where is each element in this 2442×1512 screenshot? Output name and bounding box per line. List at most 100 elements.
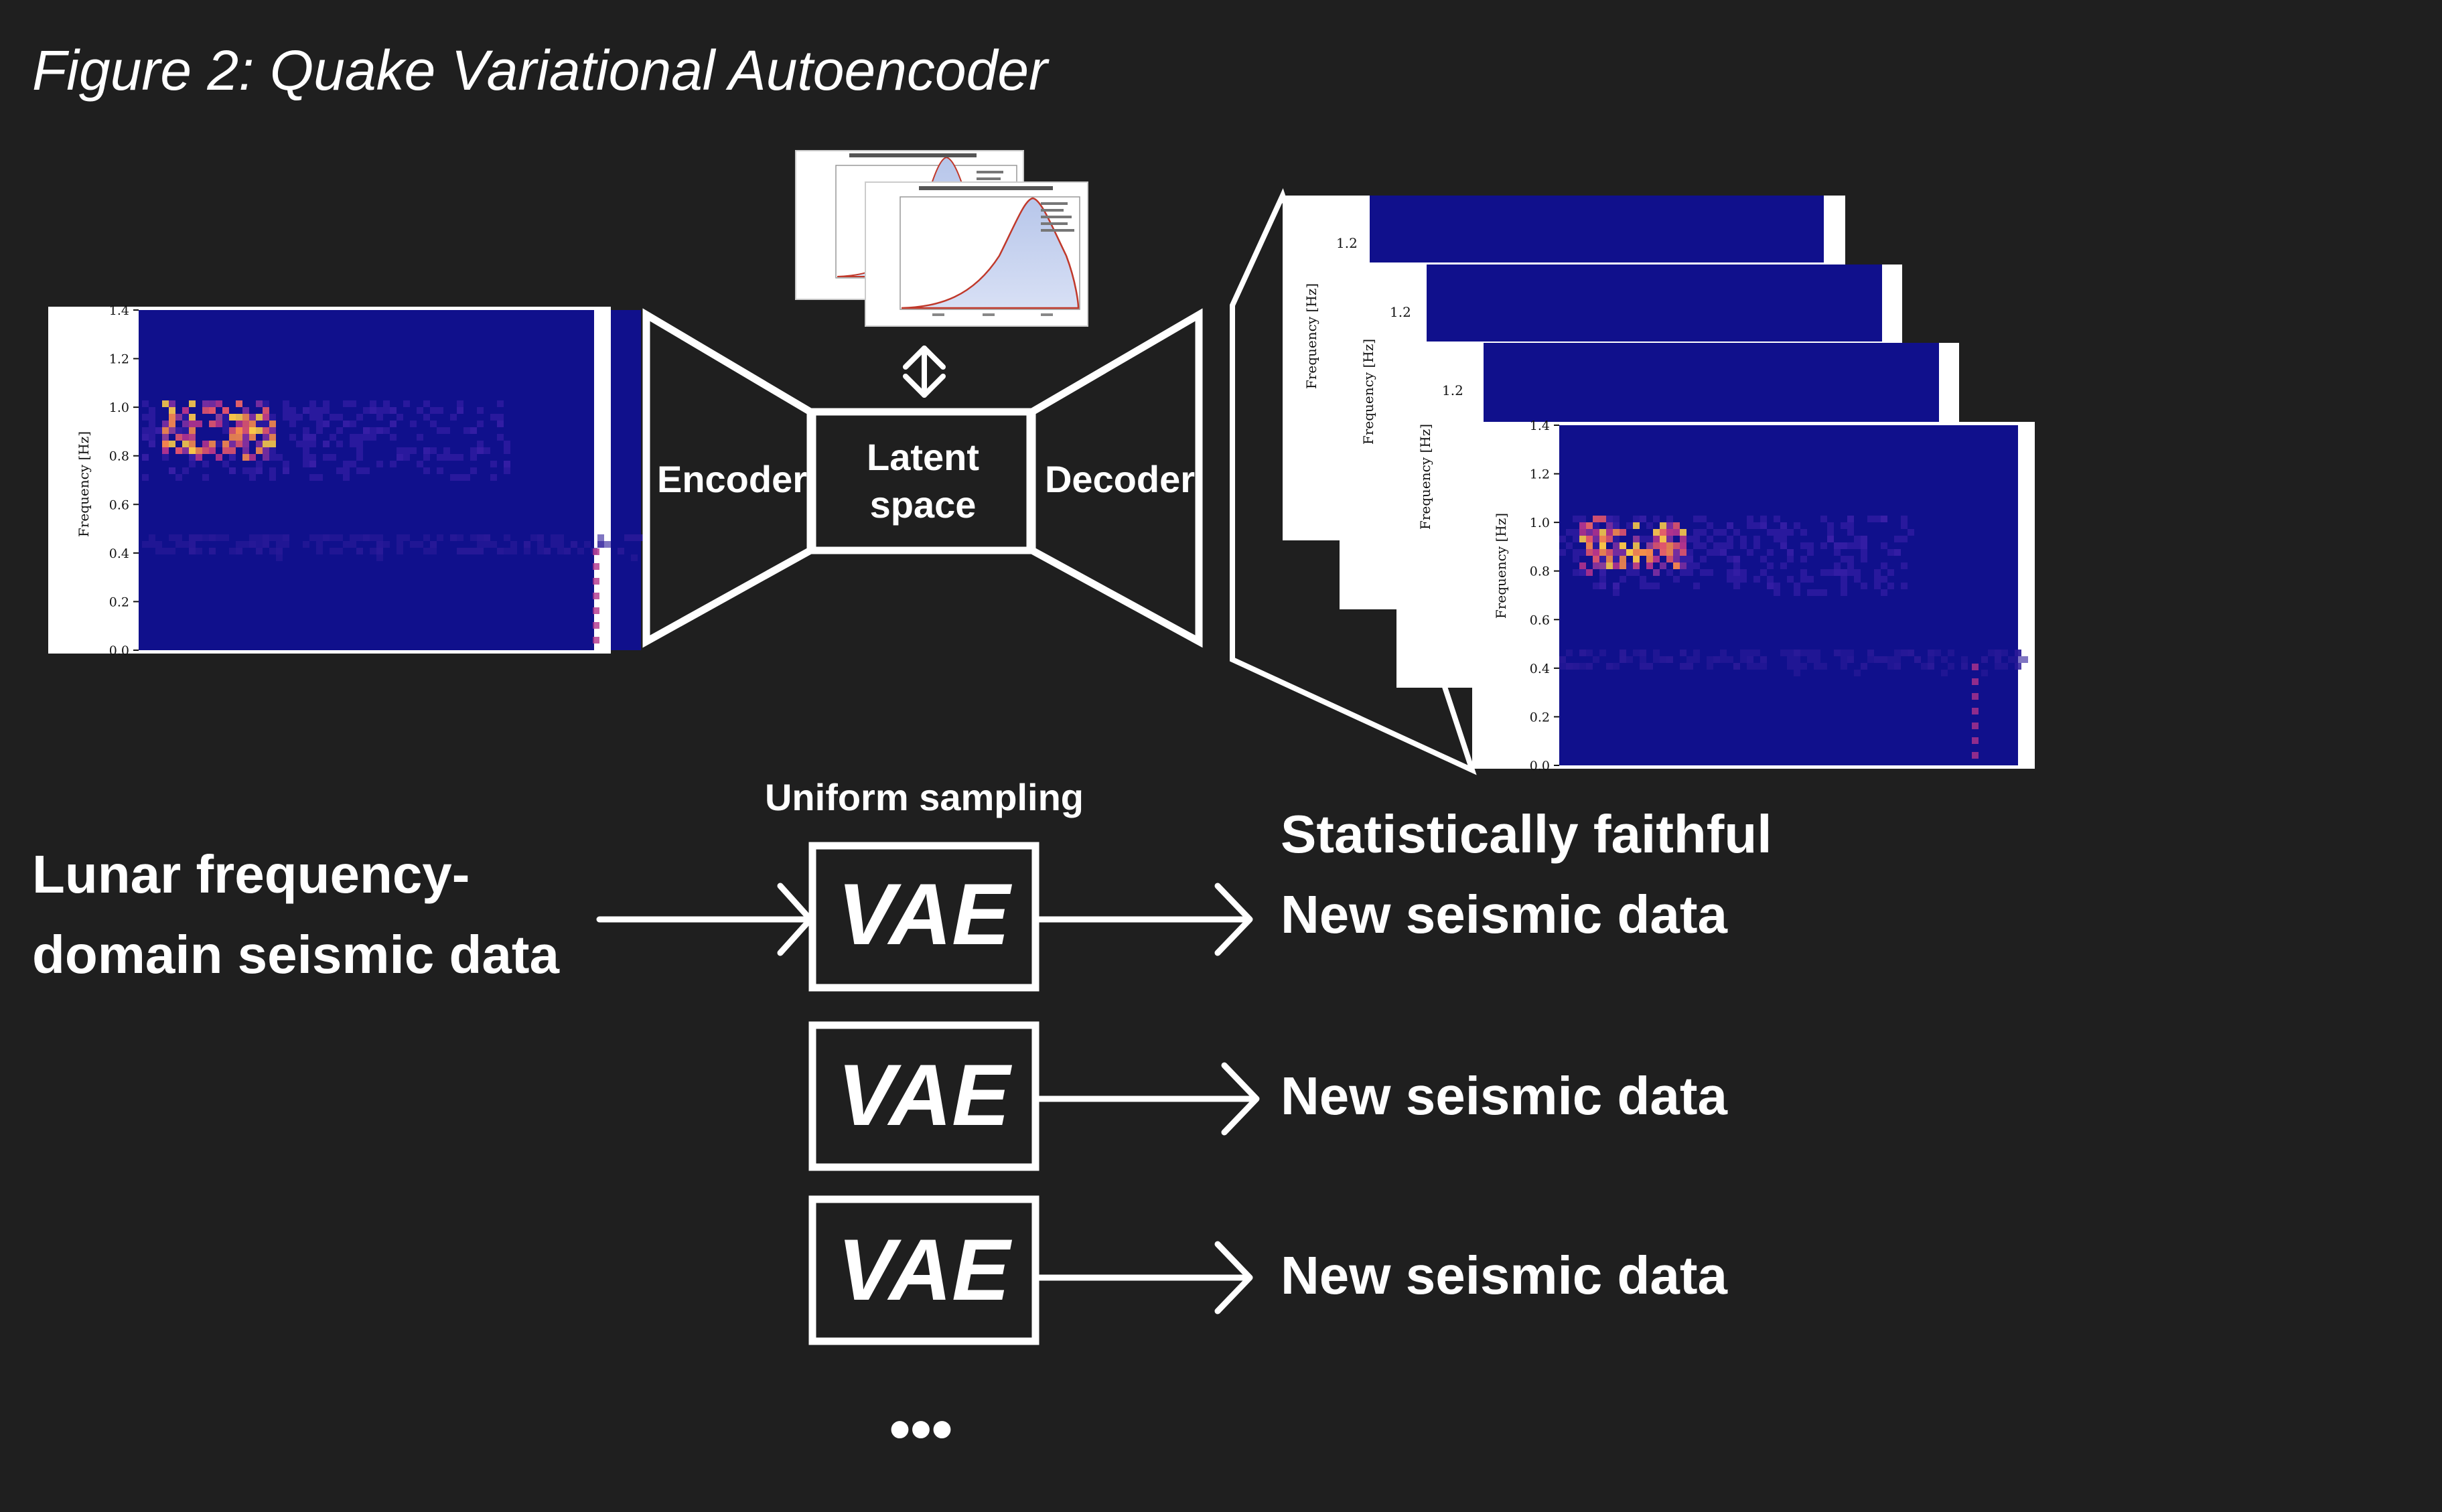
energy-cell: [1606, 556, 1613, 562]
ytick: 1.2: [1336, 235, 1358, 251]
energy-cell: [1894, 549, 1901, 556]
energy-cell: [1901, 650, 1908, 656]
energy-cell: [249, 427, 256, 434]
energy-cell: [289, 421, 296, 427]
energy-cell: [336, 467, 343, 474]
energy-cell: [276, 541, 283, 548]
energy-cell: [1646, 562, 1653, 569]
energy-cell: [1720, 549, 1727, 556]
energy-cell: [256, 427, 263, 434]
energy-cell: [1606, 516, 1613, 522]
energy-cell: [182, 441, 189, 447]
energy-cell: [593, 578, 599, 585]
energy-cell: [209, 548, 216, 554]
energy-cell: [370, 427, 376, 434]
energy-cell: [189, 461, 196, 467]
energy-cell: [256, 414, 263, 421]
energy-cell: [403, 454, 410, 461]
energy-cell: [269, 421, 276, 427]
energy-cell: [216, 534, 222, 541]
energy-cell: [162, 434, 169, 441]
energy-cell: [376, 461, 383, 467]
energy-cell: [222, 407, 229, 414]
energy-cell: [189, 447, 196, 454]
energy-cell: [490, 474, 497, 481]
energy-cell: [316, 427, 323, 434]
energy-cell: [229, 447, 236, 454]
energy-cell: [1814, 663, 1820, 670]
energy-cell: [162, 454, 169, 461]
energy-cell: [1807, 542, 1814, 549]
energy-cell: [1972, 693, 1979, 700]
vae-box-2: VAE: [808, 1021, 1039, 1171]
energy-cell: [484, 541, 490, 548]
energy-cell: [263, 434, 269, 441]
energy-cell: [263, 534, 269, 541]
energy-cell: [1573, 549, 1579, 556]
energy-cell: [169, 548, 175, 554]
energy-cell: [1700, 529, 1707, 536]
energy-cell: [1847, 562, 1854, 569]
energy-cell: [216, 400, 222, 407]
energy-cell: [1780, 536, 1787, 542]
energy-cell: [604, 541, 611, 548]
energy-cell: [1767, 583, 1774, 589]
energy-cell: [1972, 708, 1979, 714]
energy-cell: [1626, 569, 1633, 576]
energy-cell: [1740, 569, 1747, 576]
energy-cell: [490, 541, 497, 548]
energy-cell: [1707, 656, 1713, 663]
energy-cell: [1867, 650, 1874, 656]
energy-cell: [1894, 663, 1901, 670]
energy-cell: [1760, 522, 1767, 529]
energy-cell: [597, 541, 604, 548]
energy-cell: [450, 454, 457, 461]
energy-cell: [1820, 589, 1827, 596]
energy-cell: [1841, 589, 1847, 596]
energy-cell: [303, 427, 309, 434]
spectrogram-energy: [1559, 516, 2028, 759]
energy-cell: [249, 541, 256, 548]
energy-cell: [283, 534, 289, 541]
energy-cell: [189, 534, 196, 541]
latent-label-line1: Latent: [867, 436, 979, 478]
energy-cell: [537, 548, 544, 554]
ytick: 0.8: [1530, 564, 1550, 579]
energy-cell: [323, 407, 330, 414]
energy-cell: [497, 400, 504, 407]
energy-cell: [356, 434, 363, 441]
energy-cell: [618, 548, 624, 554]
energy-cell: [216, 414, 222, 421]
energy-cell: [363, 434, 370, 441]
energy-cell: [175, 534, 182, 541]
output-arrow-icon: [1035, 1241, 1253, 1314]
energy-cell: [182, 421, 189, 427]
vae-box-1: VAE: [808, 842, 1039, 992]
energy-cell: [1847, 556, 1854, 562]
energy-cell: [1814, 650, 1820, 656]
energy-cell: [242, 454, 249, 461]
energy-cell: [477, 407, 484, 414]
energy-cell: [149, 534, 155, 541]
energy-cell: [403, 400, 410, 407]
energy-cell: [1700, 556, 1707, 562]
energy-cell: [336, 414, 343, 421]
energy-cell: [202, 441, 209, 447]
energy-cell: [269, 434, 276, 441]
energy-cell: [169, 534, 175, 541]
energy-cell: [597, 534, 604, 541]
energy-cell: [323, 454, 330, 461]
ytick: 0.0: [109, 644, 129, 658]
energy-cell: [1961, 656, 1968, 663]
energy-cell: [209, 400, 216, 407]
energy-cell: [162, 421, 169, 427]
energy-cell: [1693, 529, 1700, 536]
energy-cell: [182, 434, 189, 441]
energy-cell: [397, 447, 403, 454]
energy-cell: [1981, 670, 1988, 676]
ytick: 0.6: [109, 498, 129, 512]
energy-cell: [1586, 569, 1593, 576]
energy-cell: [1606, 522, 1613, 529]
energy-cell: [1780, 522, 1787, 529]
energy-cell: [175, 447, 182, 454]
